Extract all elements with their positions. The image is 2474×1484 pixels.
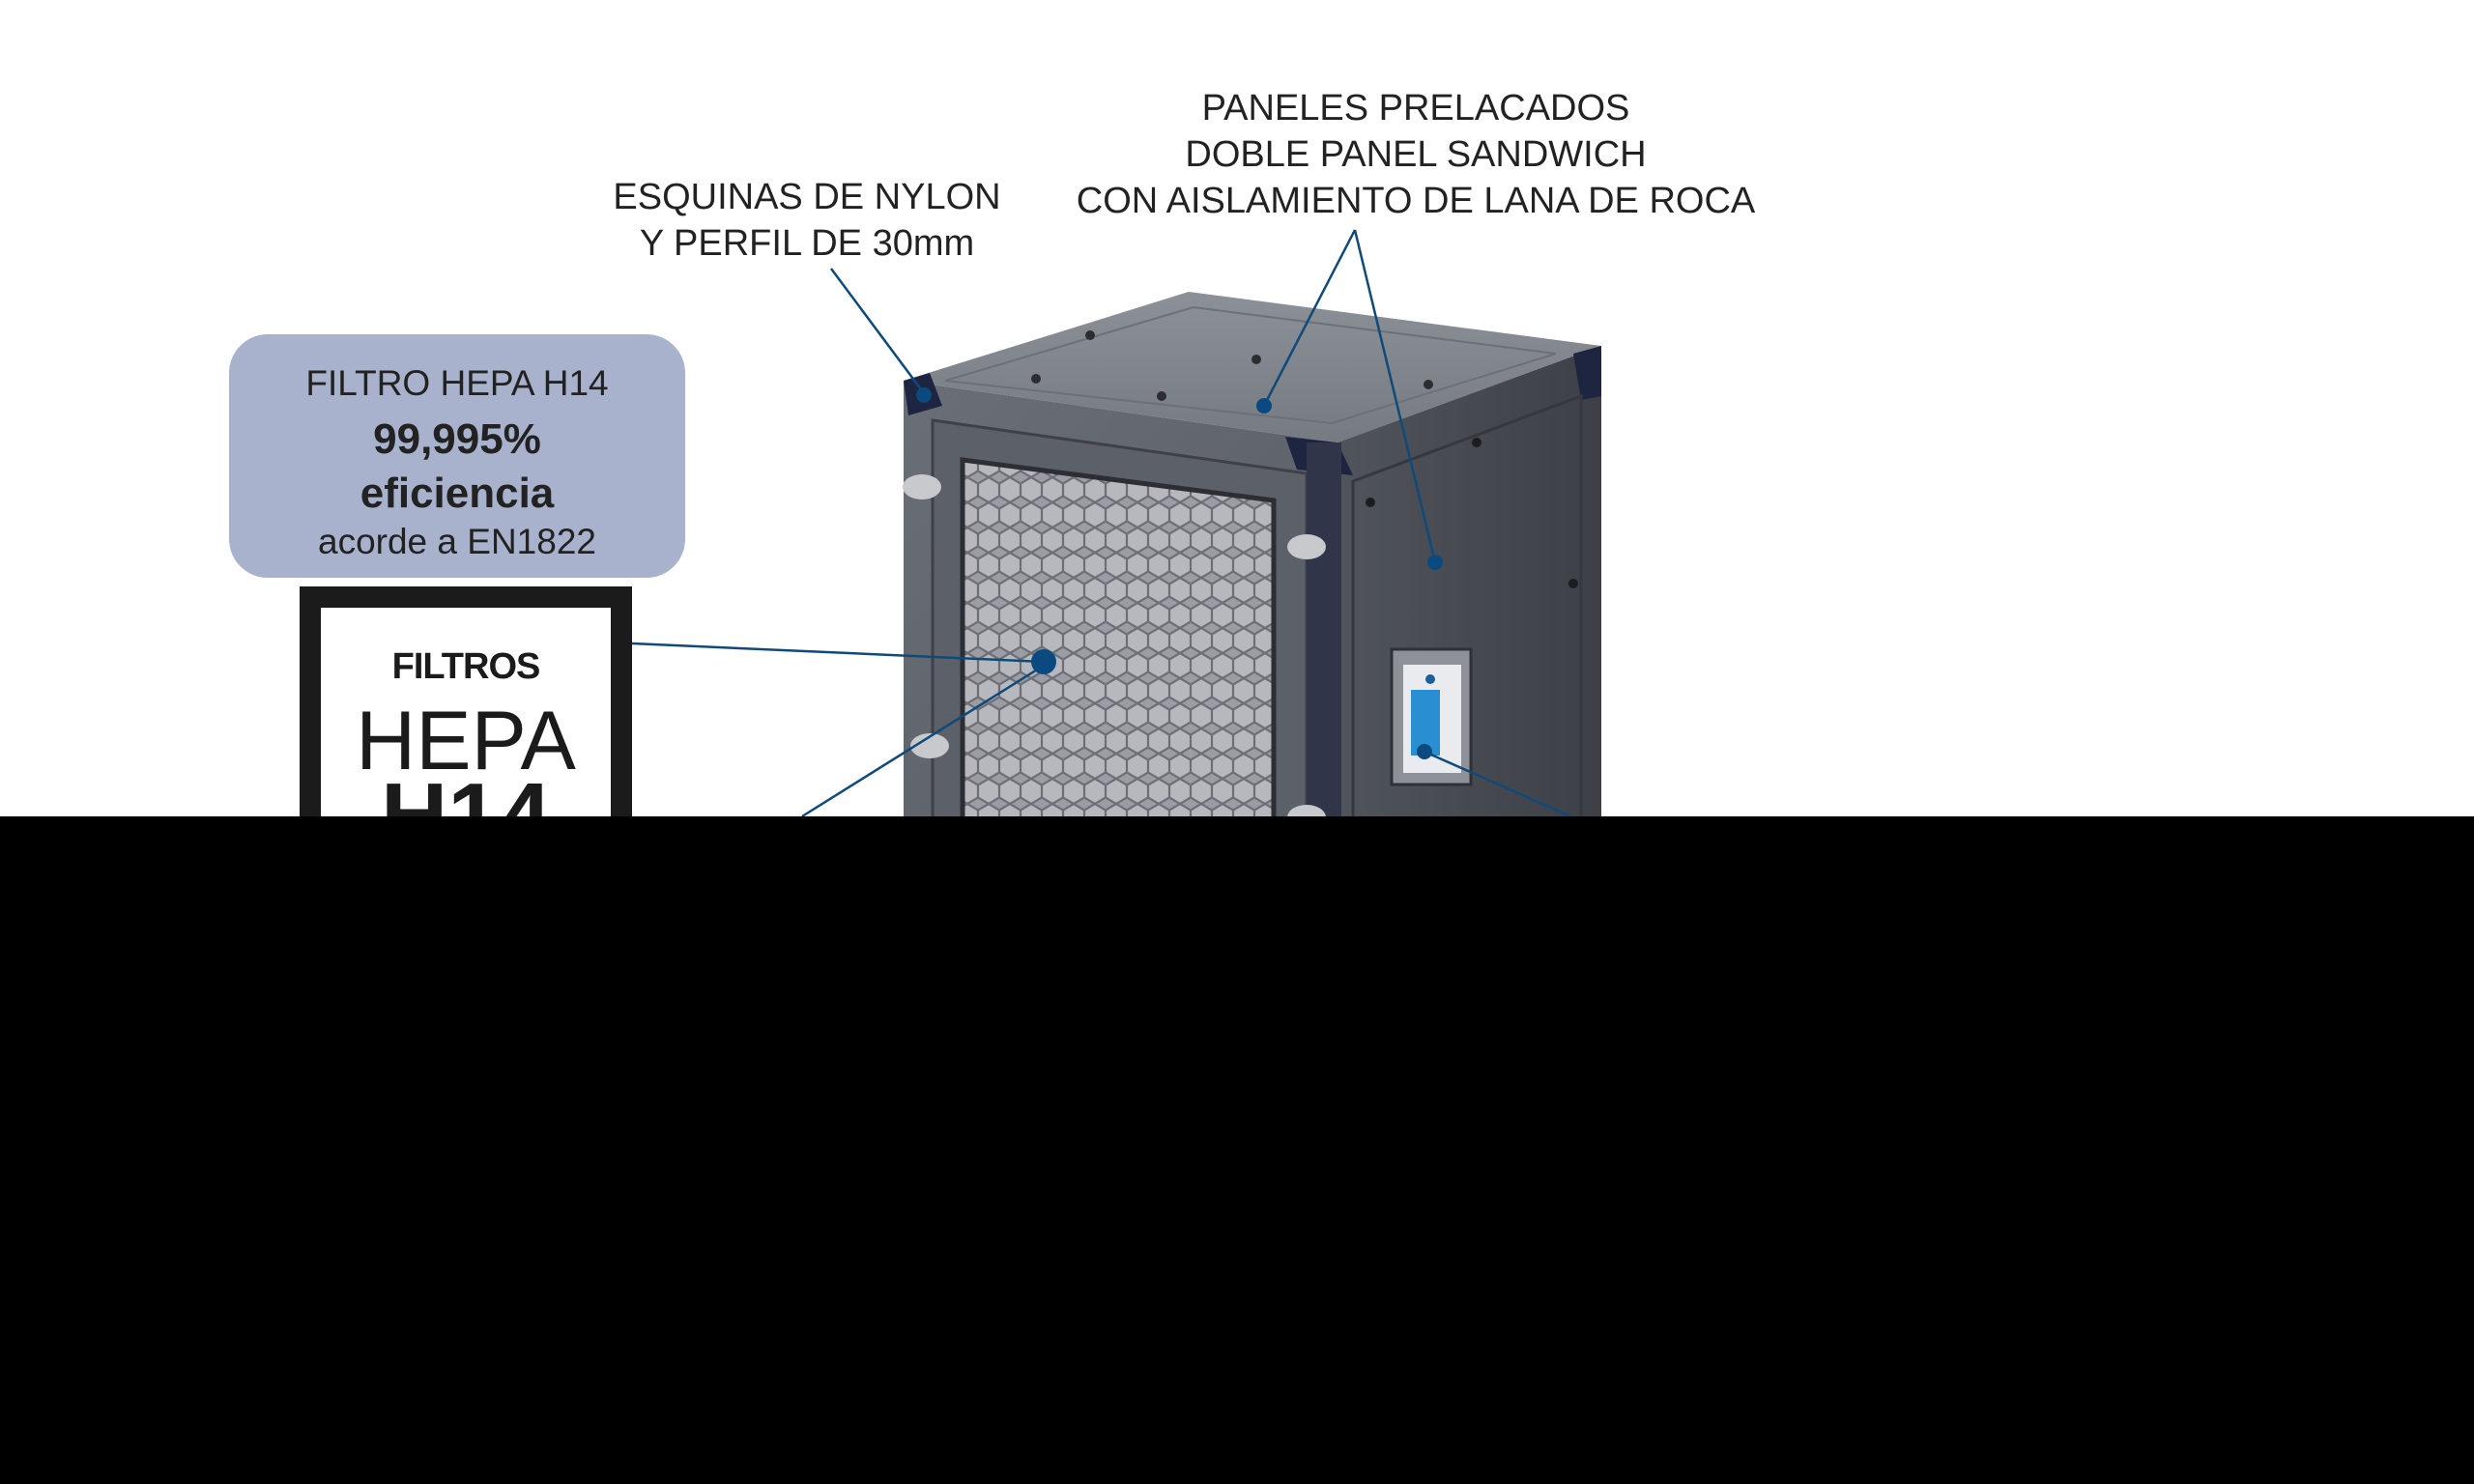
callout-line-esquinas [829, 268, 926, 394]
hinge [903, 474, 941, 499]
screw [1366, 498, 1375, 507]
callout-dot-control [1417, 744, 1432, 759]
callout-dot-paneles-top [1256, 398, 1272, 414]
hepa-info-bubble: FILTRO HEPA H14 99,995% eficiencia acord… [229, 334, 685, 578]
hinge [910, 733, 949, 758]
callout-line-badge [631, 642, 1045, 664]
label-esquinas-line-1: ESQUINAS DE NYLON [613, 177, 1001, 217]
corner-edge-front [1307, 442, 1341, 831]
callout-dot-filter [1031, 649, 1056, 674]
callout-line-control [1424, 750, 1571, 818]
label-paneles-line-3: CON AISLAMIENTO DE LANA DE ROCA [1076, 181, 1756, 221]
hinge [1287, 534, 1326, 559]
callout-line-filter-lower [801, 665, 1043, 818]
badge-hepa: HEPA [356, 695, 576, 787]
screw [1157, 391, 1166, 401]
screw [1424, 380, 1433, 389]
label-esquinas-line-2: Y PERFIL DE 30mm [639, 223, 975, 264]
filter-grille [960, 457, 1277, 834]
cabinet-top [904, 292, 1601, 442]
badge-filtros: FILTROS [391, 646, 541, 687]
label-paneles-line-1: PANELES PRELACADOS [1201, 88, 1630, 128]
hepa-bubble-title: FILTRO HEPA H14 [305, 363, 609, 403]
brand-logo-icon [1425, 674, 1435, 684]
callout-line-paneles-top [1262, 229, 1357, 407]
screw [1472, 438, 1482, 447]
screw [1031, 374, 1041, 384]
screw [1085, 330, 1095, 340]
black-region [0, 816, 2474, 1484]
hepa-bubble-percent: 99,995% [373, 415, 541, 463]
callout-dot-paneles-side [1427, 555, 1443, 570]
hepa-bubble-efficiency: eficiencia [360, 470, 555, 517]
label-esquinas: ESQUINAS DE NYLON Y PERFIL DE 30mm [580, 174, 1034, 267]
screw [1251, 355, 1261, 364]
hepa-bubble-standard: acorde a EN1822 [318, 522, 596, 561]
label-paneles: PANELES PRELACADOS DOBLE PANEL SANDWICH … [1024, 85, 1807, 224]
label-paneles-line-2: DOBLE PANEL SANDWICH [1185, 134, 1647, 175]
cabinet-top-inner [944, 305, 1557, 425]
screw [1568, 579, 1578, 588]
callout-lines [631, 229, 1571, 818]
corner-top-right [1573, 346, 1601, 400]
callout-dot-esquinas [916, 387, 932, 403]
callout-line-paneles-side [1353, 229, 1437, 563]
